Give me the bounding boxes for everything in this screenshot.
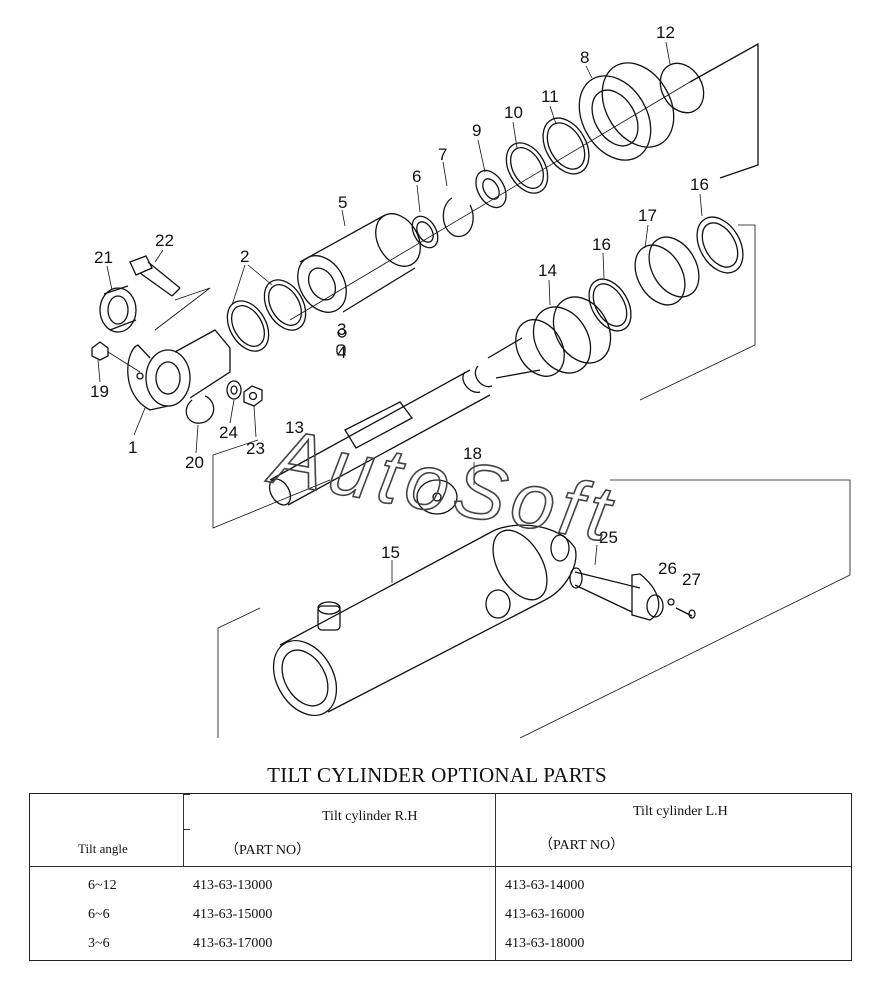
callout-4: 4 [337, 343, 346, 362]
table-title: TILT CYLINDER OPTIONAL PARTS [267, 763, 607, 787]
callout-17: 17 [638, 206, 657, 225]
row-angle: 6~6 [88, 907, 110, 922]
callout-7: 7 [438, 145, 447, 164]
table-divider [183, 829, 190, 830]
header-tilt-angle: Tilt angle [78, 841, 128, 856]
watermark-text: AutoSoft [262, 411, 623, 559]
row-angle: 3~6 [88, 936, 110, 951]
callout-23: 23 [246, 439, 265, 458]
callout-11: 11 [541, 87, 559, 106]
callout-6: 6 [412, 167, 421, 186]
callout-20: 20 [185, 453, 204, 472]
header-tilt-cylinder-rh: Tilt cylinder R.H [322, 809, 418, 824]
callout-1: 1 [128, 438, 137, 457]
optional-parts-table: Tilt angle Tilt cylinder R.H （PART NO） T… [29, 793, 852, 961]
header-part-no-lh: （PART NO） [539, 838, 625, 853]
row-part-rh: 413-63-13000 [193, 878, 273, 893]
callout-25: 25 [599, 528, 618, 547]
row-angle: 6~12 [88, 878, 117, 893]
table-divider [183, 794, 190, 795]
diagram-drawing [91, 41, 851, 739]
table-divider [183, 794, 184, 866]
callout-5: 5 [338, 193, 347, 212]
callout-labels: 1 2 3 4 5 6 7 8 9 10 11 12 13 14 15 16 1… [90, 23, 709, 589]
callout-21: 21 [94, 248, 113, 267]
row-part-lh: 413-63-16000 [505, 907, 585, 922]
row-part-rh: 413-63-15000 [193, 907, 273, 922]
callout-19: 19 [90, 382, 109, 401]
callout-27: 27 [682, 570, 701, 589]
callout-14: 14 [538, 261, 557, 280]
callout-26: 26 [658, 559, 677, 578]
header-part-no-rh: （PART NO） [225, 843, 311, 858]
callout-9: 9 [472, 121, 481, 140]
callout-13: 13 [285, 418, 304, 437]
callout-12: 12 [656, 23, 675, 42]
callout-3: 3 [337, 320, 346, 339]
row-part-rh: 413-63-17000 [193, 936, 273, 951]
callout-22: 22 [155, 231, 174, 250]
table-divider [495, 794, 496, 960]
row-part-lh: 413-63-14000 [505, 878, 585, 893]
callout-18: 18 [463, 444, 482, 463]
row-part-lh: 413-63-18000 [505, 936, 585, 951]
callout-24: 24 [219, 423, 238, 442]
callout-15: 15 [381, 543, 400, 562]
callout-2: 2 [240, 247, 249, 266]
header-tilt-cylinder-lh: Tilt cylinder L.H [633, 804, 728, 819]
callout-16b: 16 [592, 235, 611, 254]
callout-16a: 16 [690, 175, 709, 194]
table-divider [30, 866, 851, 867]
exploded-parts-diagram: AutoSoft 1 2 3 4 5 6 7 8 9 10 11 12 13 1… [90, 23, 851, 739]
callout-10: 10 [504, 103, 523, 122]
callout-8: 8 [580, 48, 589, 67]
